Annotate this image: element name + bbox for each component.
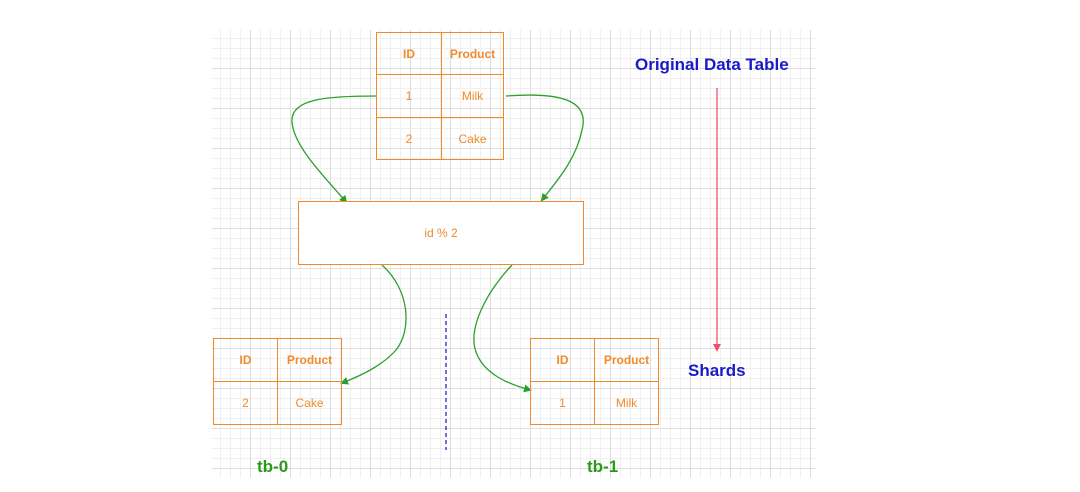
shard-0-table: ID Product 2 Cake	[213, 338, 342, 425]
cell-id: 2	[376, 117, 442, 160]
hash-function-box: id % 2	[298, 201, 584, 265]
shard-1-name: tb-1	[587, 457, 619, 476]
table-header-row: ID Product	[530, 338, 659, 382]
cell-id: 1	[376, 74, 442, 118]
shard-0-name: tb-0	[257, 457, 289, 476]
table-row: 2 Cake	[376, 117, 504, 160]
table-header-row: ID Product	[213, 338, 342, 382]
cell-product: Milk	[441, 74, 504, 118]
original-data-table: ID Product 1 Milk 2 Cake	[376, 32, 504, 160]
arrow-row1-to-hash-right	[505, 94, 584, 202]
table-row: 2 Cake	[213, 381, 342, 425]
header-id: ID	[213, 338, 278, 382]
cell-id: 1	[530, 381, 595, 425]
cell-id: 2	[213, 381, 278, 425]
table-header-row: ID Product	[376, 32, 504, 75]
header-id: ID	[376, 32, 442, 75]
original-data-table-title: Original Data Table	[635, 55, 789, 74]
shard-1-table: ID Product 1 Milk	[530, 338, 659, 425]
header-product: Product	[277, 338, 342, 382]
arrow-row1-to-hash-left	[291, 95, 377, 204]
hash-function-label: id % 2	[424, 226, 458, 240]
cell-product: Milk	[594, 381, 659, 425]
table-row: 1 Milk	[530, 381, 659, 425]
header-id: ID	[530, 338, 595, 382]
header-product: Product	[594, 338, 659, 382]
cell-product: Cake	[277, 381, 342, 425]
arrow-hash-to-shard0	[340, 264, 407, 385]
arrow-hash-to-shard1	[473, 264, 532, 393]
shards-title: Shards	[688, 361, 746, 380]
table-row: 1 Milk	[376, 74, 504, 118]
cell-product: Cake	[441, 117, 504, 160]
header-product: Product	[441, 32, 504, 75]
